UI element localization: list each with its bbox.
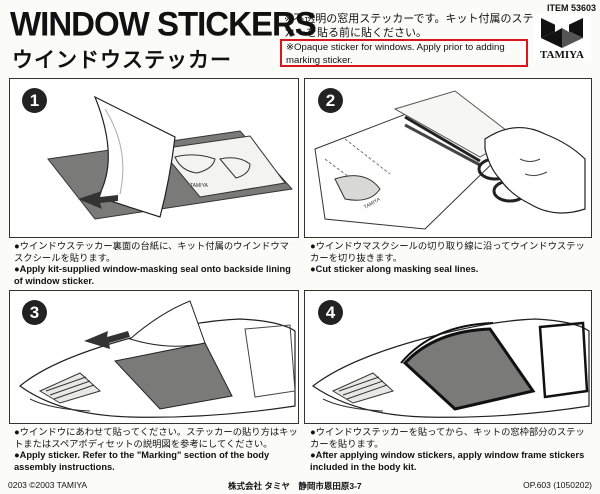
step-number-badge: 3 (22, 300, 47, 325)
step-3-panel (9, 290, 299, 424)
caption-english: ●Cut sticker along masking seal lines. (310, 264, 592, 276)
brand-wordmark: TAMIYA (540, 49, 584, 60)
page-title: WINDOW STICKERS (10, 5, 316, 43)
step-4-panel (304, 290, 592, 424)
step-2-caption: ●ウインドウマスクシールの切り取り線に沿ってウインドウステッカーを切り抜きます。… (310, 241, 592, 276)
caption-english: ●Apply kit-supplied window-masking seal … (14, 264, 298, 287)
svg-text:TAMIYA: TAMIYA (190, 183, 209, 189)
caption-japanese: ●ウインドウマスクシールの切り取り線に沿ってウインドウステッカーを切り抜きます。 (310, 241, 592, 264)
footer-company-address: 株式会社 タミヤ 静岡市恩田原3-7 (228, 480, 362, 492)
step-number-badge: 2 (318, 88, 343, 113)
footer-code: OP.603 (1050202) (523, 480, 592, 490)
note-english-highlighted: ※Opaque sticker for windows. Apply prior… (280, 39, 528, 67)
step-3-caption: ●ウインドウにあわせて貼ってください。ステッカーの貼り方はキットまたはスペアボデ… (14, 427, 298, 473)
caption-japanese: ●ウインドウステッカーを貼ってから、キットの窓枠部分のステッカーを貼ります。 (310, 427, 592, 450)
step-number-badge: 4 (318, 300, 343, 325)
page-title-japanese: ウインドウステッカー (12, 44, 232, 74)
caption-japanese: ●ウインドウステッカー裏面の台紙に、キット付属のウインドウマスクシールを貼ります… (14, 241, 298, 264)
caption-english: ●After applying window stickers, apply w… (310, 450, 592, 473)
caption-english: ●Apply sticker. Refer to the "Marking" s… (14, 450, 298, 473)
tamiya-logo: TAMIYA (533, 14, 591, 60)
step-2-panel: TAMIYA (304, 78, 592, 238)
footer-copyright: 0203 ©2003 TAMIYA (8, 480, 87, 490)
step-number-badge: 1 (22, 88, 47, 113)
note-japanese: ※不透明の窓用ステッカーです。キット付属のステッカーを貼る前に貼ください。 (284, 12, 554, 40)
caption-japanese: ●ウインドウにあわせて貼ってください。ステッカーの貼り方はキットまたはスペアボデ… (14, 427, 298, 450)
step-1-caption: ●ウインドウステッカー裏面の台紙に、キット付属のウインドウマスクシールを貼ります… (14, 241, 298, 287)
item-number: ITEM 53603 (547, 3, 596, 13)
step-1-panel: TAMIYA (9, 78, 299, 238)
step-4-caption: ●ウインドウステッカーを貼ってから、キットの窓枠部分のステッカーを貼ります。 ●… (310, 427, 592, 473)
